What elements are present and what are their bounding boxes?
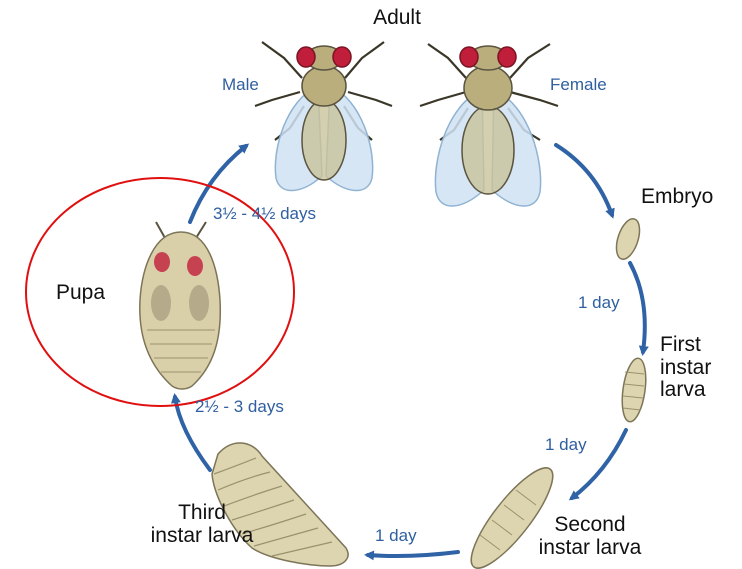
pupa-icon [140,222,221,389]
third-instar-line-2: instar larva [132,525,272,548]
arrow-embryo-to-first [630,263,645,352]
duration-pupa-to-adult: 3½ - 4½ days [213,205,316,223]
duration-third-to-pupa: 2½ - 3 days [195,398,284,416]
embryo-label: Embryo [641,186,713,209]
duration-embryo-to-first: 1 day [578,294,620,312]
embryo-icon [612,216,644,262]
first-instar-line-3: larva [660,379,711,402]
third-instar-line-1: Third [132,502,272,525]
first-instar-label: First instar larva [660,334,711,402]
male-fly-icon [255,42,392,191]
pupa-label: Pupa [56,282,105,305]
female-label: Female [550,76,607,94]
first-instar-larva-icon [619,357,650,423]
male-label: Male [222,76,259,94]
third-instar-label: Third instar larva [132,502,272,547]
second-instar-line-1: Second [515,514,665,537]
arrow-female-to-embryo [556,145,612,215]
first-instar-line-1: First [660,334,711,357]
second-instar-label: Second instar larva [515,514,665,559]
duration-second-to-third: 1 day [375,527,417,545]
duration-first-to-second: 1 day [545,436,587,454]
adult-label: Adult [352,7,442,30]
second-instar-line-2: instar larva [515,537,665,560]
first-instar-line-2: instar [660,357,711,380]
female-fly-icon [420,44,558,206]
arrow-second-to-third [368,552,458,556]
